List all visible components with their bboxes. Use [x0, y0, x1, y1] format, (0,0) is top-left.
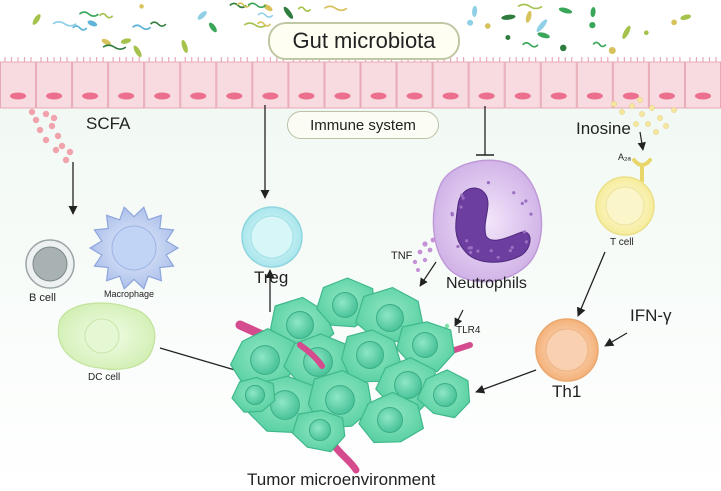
- t-cell-label: T cell: [610, 237, 634, 248]
- epithelial-cell: [0, 57, 37, 109]
- b-cell-label: B cell: [29, 292, 56, 304]
- tlr4-label: TLR4: [456, 325, 481, 336]
- immune-system-label: Immune system: [287, 111, 439, 139]
- treg-cell: [241, 206, 303, 268]
- epithelial-cell: [216, 57, 253, 109]
- ifn-gamma-label: IFN-γ: [630, 306, 672, 325]
- epithelial-cell: [252, 57, 289, 109]
- b-cell: [25, 239, 75, 289]
- th1-cell: [535, 318, 599, 382]
- tnf-label: TNF: [391, 250, 413, 262]
- epithelial-cell: [324, 57, 361, 109]
- epithelial-cell: [612, 57, 649, 109]
- microbiota-scatter: [32, 2, 692, 58]
- a2a-receptor-label: A₂ₐ: [618, 152, 631, 162]
- epithelial-cell: [396, 57, 433, 109]
- inosine-label: Inosine: [576, 119, 631, 138]
- neutrophil: [432, 159, 543, 283]
- epithelial-cell: [648, 57, 685, 109]
- t-cell: [595, 158, 655, 236]
- epithelial-cell: [288, 57, 325, 109]
- tcell-to-th1-arrow: [576, 251, 606, 317]
- dc-cell-label: DC cell: [88, 372, 121, 383]
- dc-cell: [57, 302, 156, 371]
- th1-label: Th1: [552, 382, 582, 401]
- tumor-cell: [358, 391, 424, 444]
- tumor-cell-cluster: [230, 277, 473, 474]
- epithelial-cell: [36, 57, 73, 109]
- neutrophils-label: Neutrophils: [446, 275, 527, 292]
- tnf-to-tumor-arrow: [419, 261, 437, 287]
- epithelial-cell: [144, 57, 181, 109]
- macrophage: [88, 206, 180, 290]
- macrophage-label: Macrophage: [104, 289, 155, 299]
- epithelial-cell: [432, 57, 469, 109]
- tumor-cell: [231, 376, 276, 413]
- treg-label: Treg: [254, 268, 289, 287]
- scfa-particles: [28, 108, 74, 164]
- tumor-cell: [416, 369, 471, 419]
- inosine-particles: [611, 97, 677, 135]
- inosine-arrow: [637, 131, 646, 151]
- ifn-to-th1-arrow: [604, 332, 628, 347]
- epithelial-cell: [360, 57, 397, 109]
- epithelial-cell: [684, 57, 721, 109]
- epithelial-cell: [180, 57, 217, 109]
- gut-microbiota-title: Gut microbiota: [268, 22, 460, 60]
- tumor-cell: [292, 409, 346, 453]
- th1-to-tumor-arrow: [475, 369, 537, 394]
- neutrophil-to-tlr4-arrow: [454, 309, 464, 327]
- tnf-particles: [412, 237, 436, 272]
- tumor-microenvironment-label: Tumor microenvironment: [247, 470, 436, 489]
- epithelial-cell: [576, 57, 613, 109]
- epithelial-cell: [108, 57, 145, 109]
- intestinal-epithelium: [0, 57, 721, 109]
- epithelial-cell: [72, 57, 109, 109]
- epithelial-cell: [468, 57, 505, 109]
- scfa-label: SCFA: [86, 114, 131, 133]
- epithelial-cell: [540, 57, 577, 109]
- epithelial-cell: [504, 57, 541, 109]
